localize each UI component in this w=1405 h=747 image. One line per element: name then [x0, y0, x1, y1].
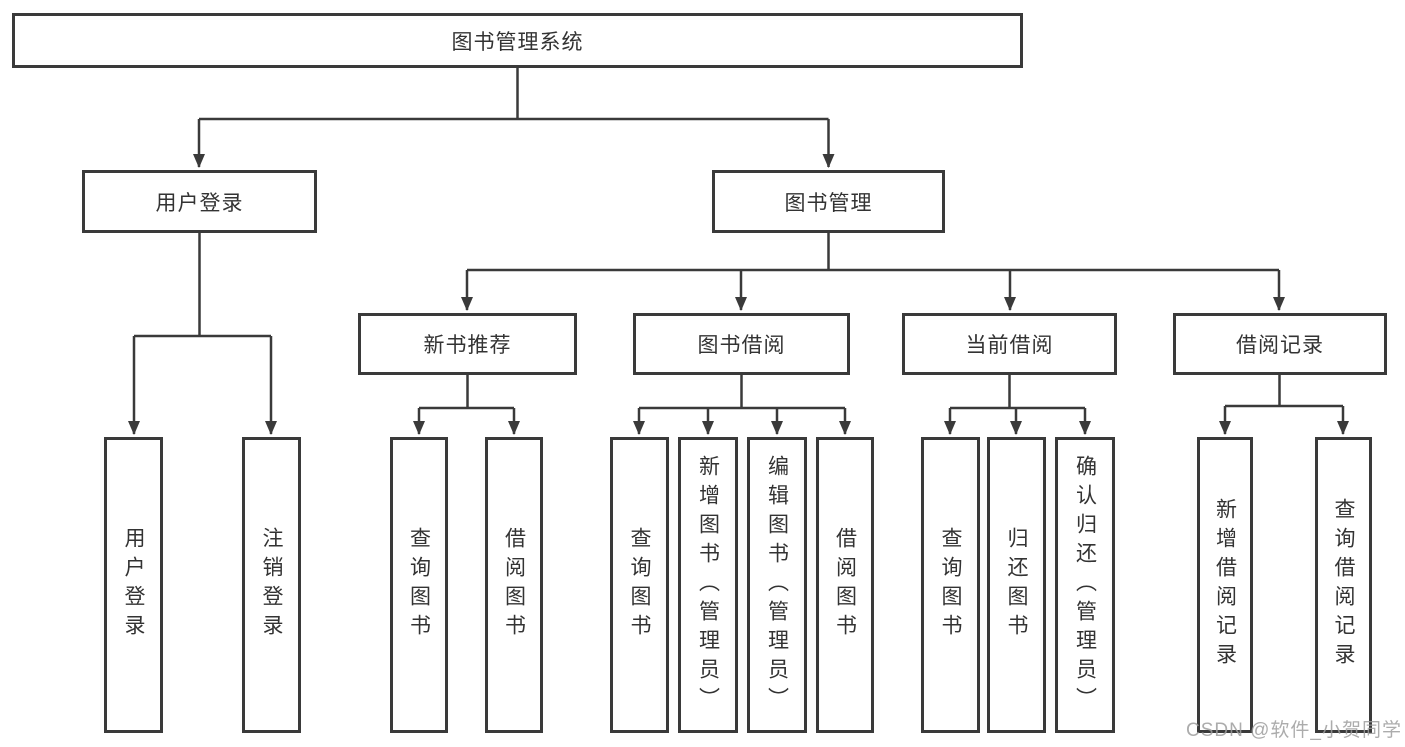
- leaf-borrowing-query-label: 查询图书: [628, 527, 651, 643]
- node-user-login: 用户登录: [82, 170, 317, 233]
- leaf-borrowing-edit: 编辑图书（管理员）: [747, 437, 807, 733]
- leaf-borrowing-add-label: 新增图书（管理员）: [696, 454, 720, 716]
- connector-records-trunk: [1225, 375, 1343, 408]
- leaf-newbooks-borrow-label: 借阅图书: [502, 527, 526, 643]
- connector-user-login-trunk: [134, 233, 271, 338]
- connector-current-trunk: [950, 375, 1085, 410]
- node-user-login-label: 用户登录: [155, 191, 244, 215]
- leaf-borrowing-borrow: 借阅图书: [816, 437, 874, 733]
- node-root: 图书管理系统: [12, 13, 1023, 68]
- node-section-new-books: 新书推荐: [358, 313, 577, 375]
- leaf-logout: 注销登录: [242, 437, 301, 733]
- node-book-management-label: 图书管理: [784, 191, 873, 215]
- node-section-borrow-records-label: 借阅记录: [1236, 334, 1324, 357]
- leaf-records-add-label: 新增借阅记录: [1213, 498, 1237, 672]
- leaf-current-return: 归还图书: [987, 437, 1046, 733]
- leaf-borrowing-edit-label: 编辑图书（管理员）: [765, 454, 789, 716]
- csdn-watermark: CSDN @软件_小贺同学: [1186, 720, 1402, 741]
- leaf-current-confirm-label: 确认归还（管理员）: [1073, 454, 1097, 716]
- leaf-borrowing-query: 查询图书: [610, 437, 669, 733]
- node-section-book-borrowing-label: 图书借阅: [697, 334, 786, 357]
- leaf-newbooks-borrow: 借阅图书: [485, 437, 543, 733]
- node-section-book-borrowing: 图书借阅: [633, 313, 850, 375]
- node-root-label: 图书管理系统: [451, 30, 584, 54]
- node-section-current-borrowing-label: 当前借阅: [965, 334, 1054, 357]
- leaf-current-return-label: 归还图书: [1005, 527, 1028, 643]
- leaf-current-query-label: 查询图书: [939, 527, 962, 643]
- leaf-current-query: 查询图书: [921, 437, 980, 733]
- leaf-user-login-label: 用户登录: [122, 527, 145, 643]
- leaf-borrowing-borrow-label: 借阅图书: [833, 527, 857, 643]
- leaf-borrowing-add: 新增图书（管理员）: [678, 437, 738, 733]
- connector-new-books-trunk: [419, 375, 514, 410]
- node-section-new-books-label: 新书推荐: [423, 334, 512, 357]
- connector-root-trunk: [199, 68, 829, 121]
- leaf-newbooks-query: 查询图书: [390, 437, 448, 733]
- connector-book-management-trunk: [467, 233, 1279, 272]
- node-section-current-borrowing: 当前借阅: [902, 313, 1117, 375]
- leaf-current-confirm: 确认归还（管理员）: [1055, 437, 1115, 733]
- leaf-records-query: 查询借阅记录: [1315, 437, 1372, 733]
- leaf-user-login: 用户登录: [104, 437, 163, 733]
- leaf-newbooks-query-label: 查询图书: [407, 527, 431, 643]
- connector-borrowing-trunk: [639, 375, 845, 410]
- leaf-records-query-label: 查询借阅记录: [1332, 498, 1355, 672]
- leaf-logout-label: 注销登录: [260, 527, 283, 643]
- node-section-borrow-records: 借阅记录: [1173, 313, 1387, 375]
- leaf-records-add: 新增借阅记录: [1197, 437, 1253, 733]
- node-book-management: 图书管理: [712, 170, 945, 233]
